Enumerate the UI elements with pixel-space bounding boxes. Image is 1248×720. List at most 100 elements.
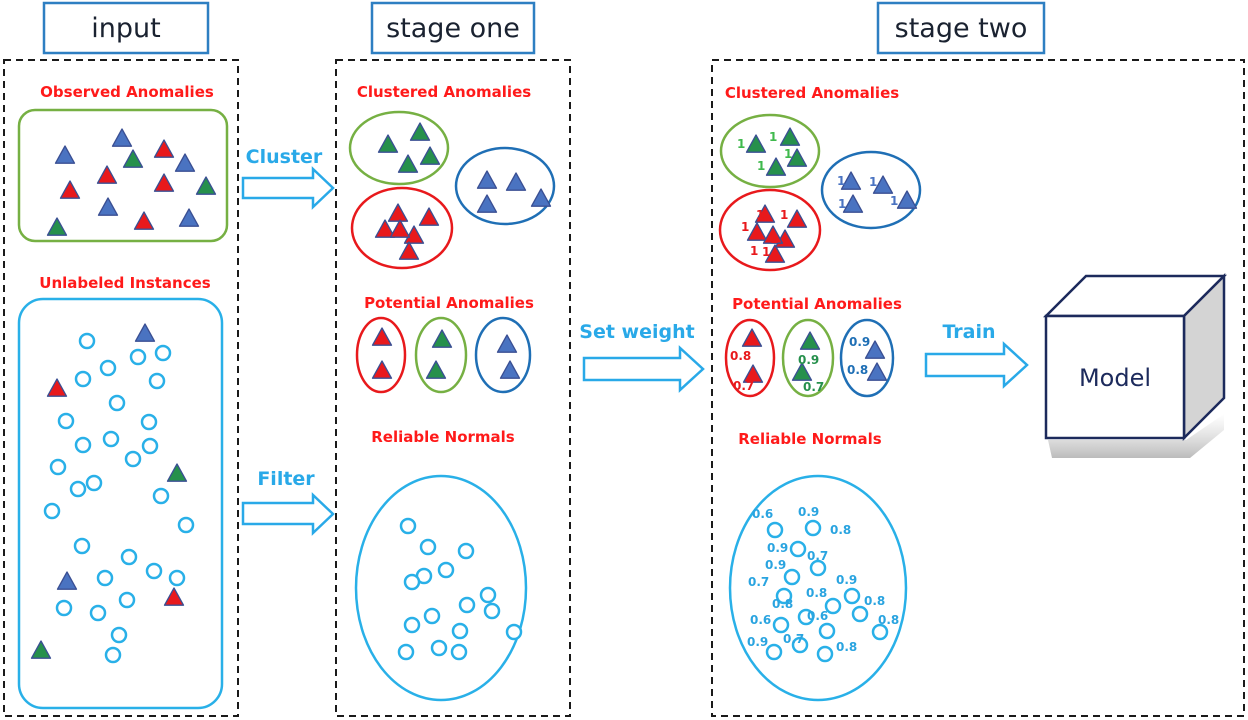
weight-label: 0.8	[806, 586, 827, 600]
stage-one-clustered-title: Clustered Anomalies	[357, 83, 531, 101]
cluster-arrow: Cluster	[241, 146, 335, 210]
weight-label: 0.6	[752, 507, 773, 521]
weight-label: 0.9	[798, 505, 819, 519]
stage-one-potential-green	[414, 316, 468, 394]
set-weight-arrow: Set weight	[579, 321, 705, 393]
normal-instance-circle	[423, 607, 441, 625]
anomaly-triangle	[530, 188, 552, 207]
anomaly-triangle	[30, 640, 52, 659]
anomaly-triangle	[746, 222, 768, 241]
anomaly-triangle	[762, 225, 784, 244]
anomaly-triangle	[178, 208, 200, 227]
stage-one-green-cluster	[348, 110, 450, 186]
anomaly-triangle	[745, 134, 767, 153]
cluster-arrow-label: Cluster	[246, 146, 323, 168]
anomaly-triangle	[153, 173, 175, 192]
unlabeled-instances-points	[30, 323, 195, 664]
anomaly-triangle	[409, 122, 431, 141]
normal-instance-circle	[78, 332, 96, 350]
weight-label: 1	[737, 137, 745, 151]
normal-instance-circle	[483, 602, 501, 620]
weight-label: 0.8	[864, 594, 885, 608]
anomaly-triangle	[153, 139, 175, 158]
unlabeled-instances-title: Unlabeled Instances	[39, 274, 211, 292]
anomaly-triangle	[864, 340, 886, 359]
anomaly-triangle	[842, 194, 864, 213]
anomaly-triangle	[779, 127, 801, 146]
anomaly-triangle	[387, 203, 409, 222]
stage-two-clustered-title: Clustered Anomalies	[725, 84, 899, 102]
weight-label: 0.8	[847, 363, 868, 377]
stage-one-blue-cluster	[454, 146, 556, 226]
normal-instance-circle	[57, 412, 75, 430]
normal-instance-circle	[152, 487, 170, 505]
weight-label: 1	[741, 220, 749, 234]
anomaly-triangle	[46, 378, 68, 397]
weight-label: 0.8	[836, 640, 857, 654]
anomaly-triangle	[377, 134, 399, 153]
weight-label: 1	[756, 208, 764, 222]
anomaly-triangle	[754, 204, 776, 223]
weight-label: 1	[838, 197, 846, 211]
filter-arrow: Filter	[241, 468, 335, 536]
stage-two-potential-points: 0.80.70.90.70.90.8	[730, 328, 888, 394]
normal-instance-circle	[73, 537, 91, 555]
weight-label: 0.9	[747, 635, 768, 649]
normal-instance-circle	[89, 604, 107, 622]
normal-instance-circle	[437, 561, 455, 579]
normal-instance-circle	[851, 605, 869, 623]
normal-instance-circle	[140, 413, 158, 431]
observed-anomalies-box	[17, 108, 229, 243]
input-panel	[3, 59, 239, 717]
header-stage-one: stage one	[370, 1, 536, 55]
normal-instance-circle	[403, 616, 421, 634]
weight-label: 0.9	[849, 335, 870, 349]
normal-instance-circle	[99, 359, 117, 377]
normal-instance-circle	[145, 562, 163, 580]
normal-instance-circle	[871, 623, 889, 641]
normal-instance-circle	[120, 548, 138, 566]
normal-instance-circle	[403, 573, 421, 591]
normal-instance-circle	[816, 645, 834, 663]
anomaly-triangle	[163, 587, 185, 606]
weight-label: 0.6	[750, 613, 771, 627]
filter-arrow-label: Filter	[257, 468, 315, 490]
normal-instance-circle	[49, 458, 67, 476]
stage-one-potential-blue	[474, 316, 532, 394]
normal-instance-circle	[96, 569, 114, 587]
normal-instance-circle	[177, 516, 195, 534]
anomaly-triangle	[505, 172, 527, 191]
anomaly-triangle	[195, 176, 217, 195]
observed-anomalies-title: Observed Anomalies	[40, 83, 214, 101]
normal-instance-circle	[458, 596, 476, 614]
stage-two-panel	[711, 59, 1245, 717]
observed-anomalies-points	[46, 128, 217, 236]
normal-instance-circle	[479, 586, 497, 604]
stage-two-potential-green	[781, 318, 835, 398]
normal-instance-circle	[765, 643, 783, 661]
stage-one-potential-red	[355, 316, 407, 394]
normal-instance-circle	[818, 622, 836, 640]
anomaly-triangle	[389, 219, 411, 238]
anomaly-triangle	[166, 463, 188, 482]
normal-instance-circle	[789, 540, 807, 558]
anomaly-triangle	[765, 157, 787, 176]
header-input-label: input	[91, 13, 160, 44]
normal-instance-circle	[124, 450, 142, 468]
normal-instance-circle	[430, 639, 448, 657]
anomaly-triangle	[741, 328, 763, 347]
anomaly-triangle	[122, 149, 144, 168]
header-stage-two: stage two	[876, 1, 1046, 55]
normal-instance-circle	[55, 599, 73, 617]
anomaly-triangle	[96, 165, 118, 184]
weight-label: 0.9	[767, 541, 788, 555]
normal-instance-circle	[797, 608, 815, 626]
normal-instance-circle	[505, 623, 523, 641]
normal-instance-circle	[154, 344, 172, 362]
stage-one-red-cluster	[350, 186, 454, 270]
anomaly-triangle	[403, 225, 425, 244]
anomaly-triangle	[840, 171, 862, 190]
